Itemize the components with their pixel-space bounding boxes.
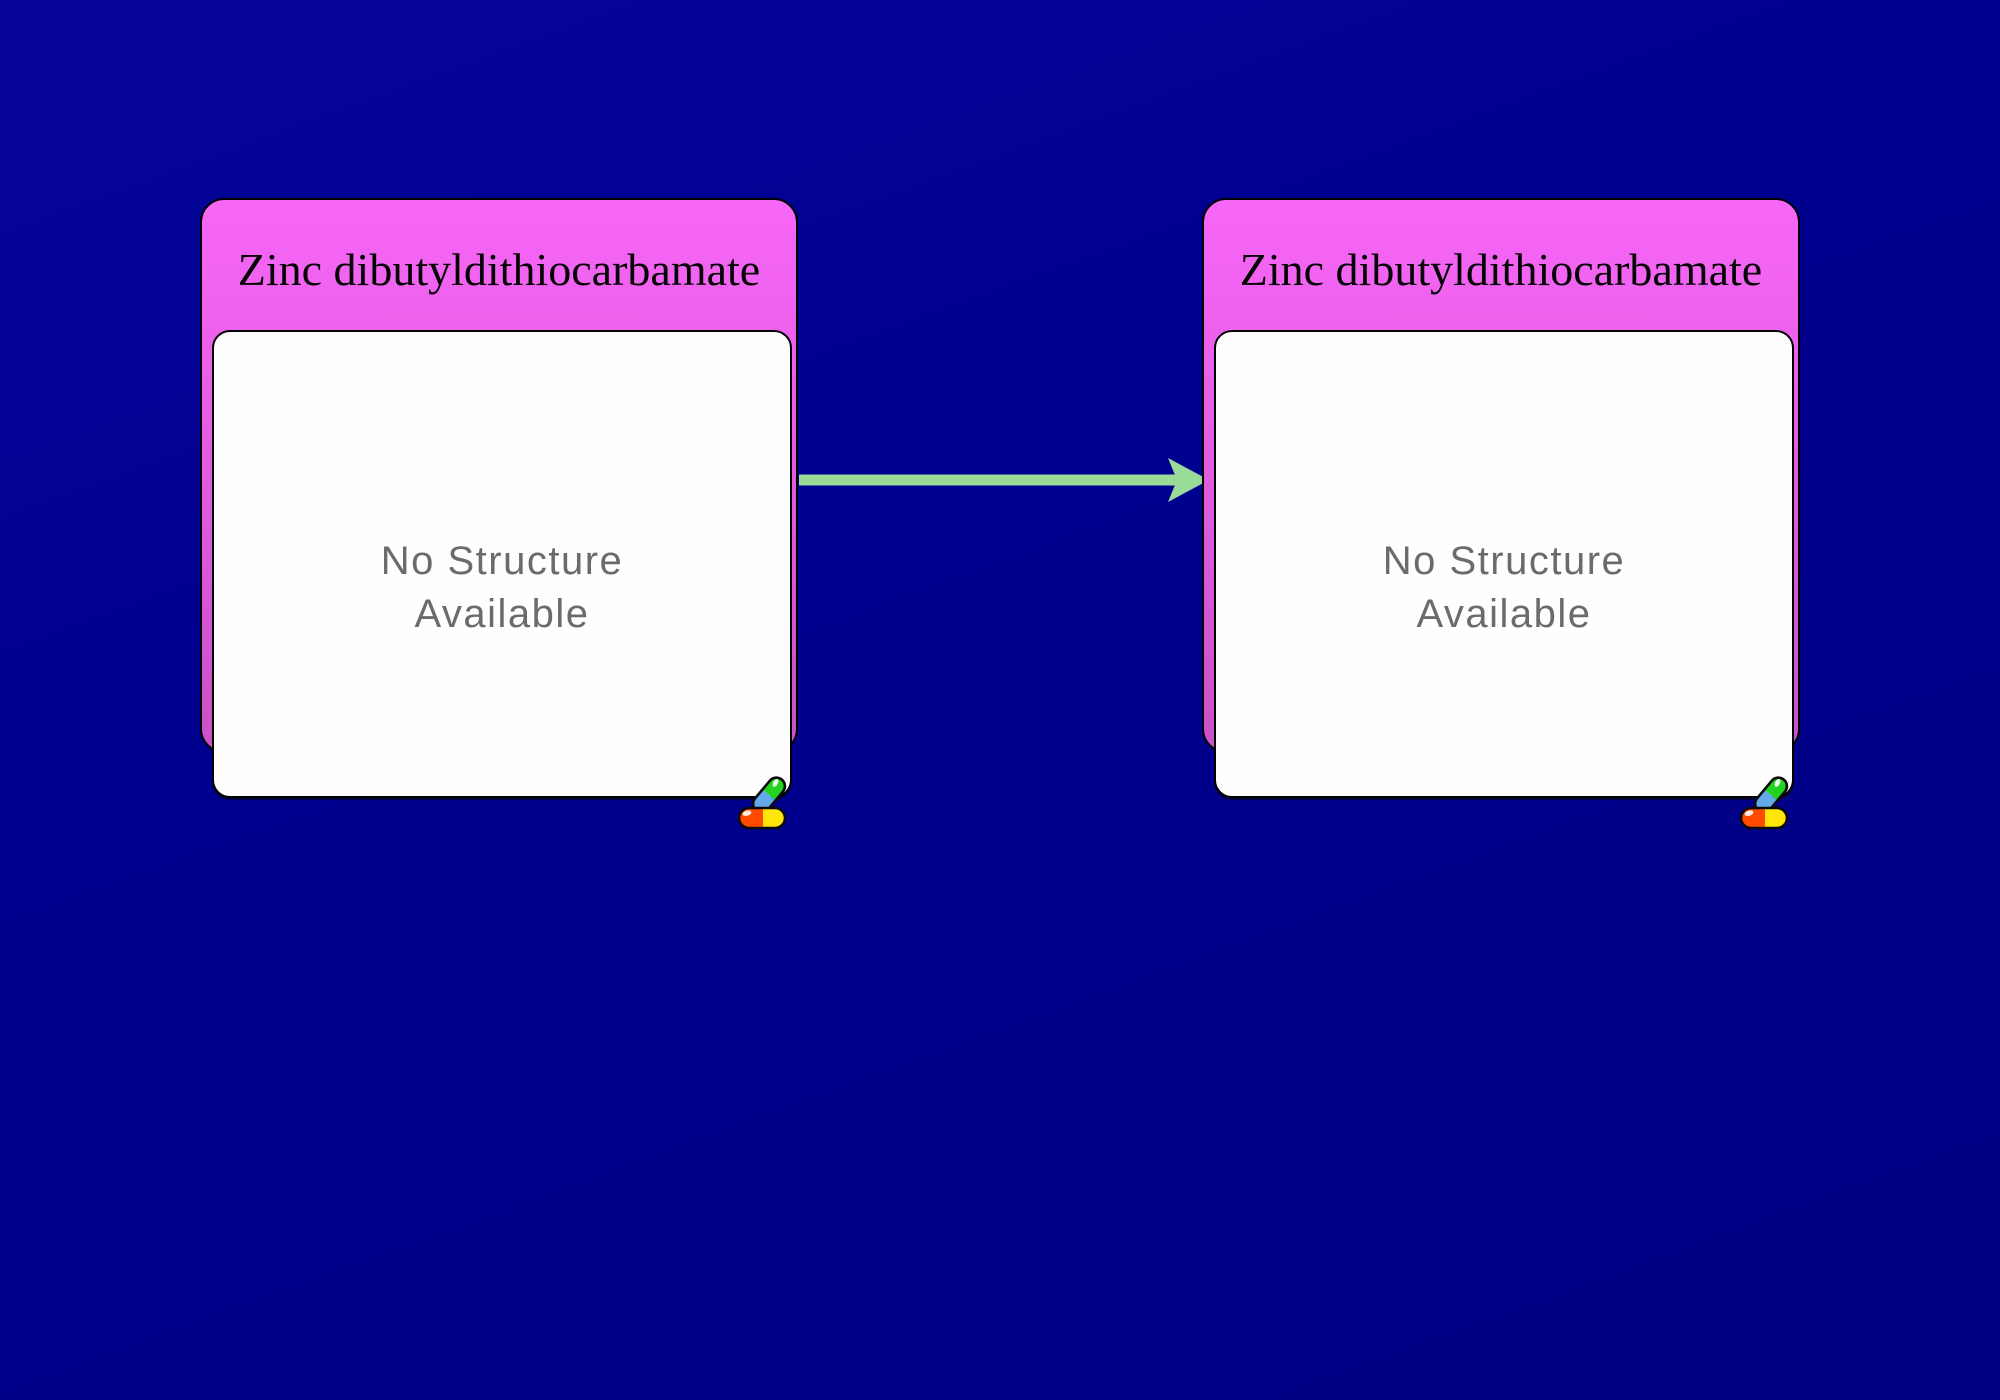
compound-node[interactable]: Zinc dibutyldithiocarbamate No Structure… — [1202, 198, 1800, 832]
no-structure-text: No Structure Available — [380, 539, 624, 636]
node-title: Zinc dibutyldithiocarbamate — [1239, 244, 1763, 295]
reaction-arrow[interactable] — [799, 458, 1209, 502]
node-title: Zinc dibutyldithiocarbamate — [237, 244, 761, 295]
no-structure-text: No Structure Available — [1382, 539, 1626, 636]
pills-icon[interactable] — [1738, 774, 1796, 832]
structure-panel: No Structure Available — [1214, 330, 1794, 798]
compound-node[interactable]: Zinc dibutyldithiocarbamate No Structure… — [200, 198, 798, 832]
pills-icon[interactable] — [736, 774, 794, 832]
structure-panel: No Structure Available — [212, 330, 792, 798]
